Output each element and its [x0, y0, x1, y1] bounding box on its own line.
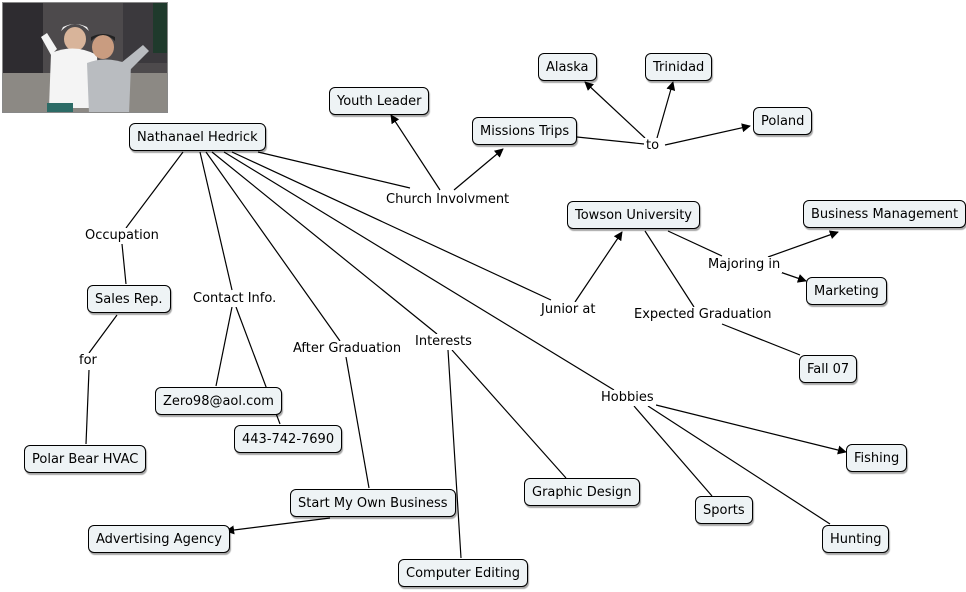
- node-advertising-agency[interactable]: Advertising Agency: [88, 525, 230, 553]
- link-for: for: [77, 353, 99, 369]
- node-youth-leader[interactable]: Youth Leader: [329, 87, 430, 115]
- profile-photo: [2, 2, 168, 113]
- node-nathanael-hedrick[interactable]: Nathanael Hedrick: [129, 123, 266, 151]
- node-business-management[interactable]: Business Management: [803, 200, 966, 228]
- node-email[interactable]: Zero98@aol.com: [155, 387, 282, 415]
- node-graphic-design[interactable]: Graphic Design: [524, 478, 640, 506]
- link-contact-info: Contact Info.: [191, 291, 279, 307]
- node-sales-rep[interactable]: Sales Rep.: [87, 285, 171, 313]
- node-fishing[interactable]: Fishing: [846, 444, 908, 472]
- link-junior-at: Junior at: [539, 302, 598, 318]
- node-fall-07[interactable]: Fall 07: [799, 355, 858, 383]
- node-computer-editing[interactable]: Computer Editing: [398, 559, 529, 587]
- link-majoring-in: Majoring in: [706, 257, 783, 273]
- link-occupation: Occupation: [83, 228, 161, 244]
- link-after-graduation: After Graduation: [291, 341, 404, 357]
- link-expected-graduation: Expected Graduation: [632, 307, 774, 323]
- link-hobbies: Hobbies: [599, 390, 656, 406]
- node-sports[interactable]: Sports: [695, 496, 753, 524]
- photo-of-two-people-icon: [3, 3, 167, 112]
- node-missions-trips[interactable]: Missions Trips: [472, 117, 578, 145]
- link-interests: Interests: [413, 334, 474, 350]
- node-trinidad[interactable]: Trinidad: [645, 53, 713, 81]
- node-start-my-own-business[interactable]: Start My Own Business: [290, 489, 456, 517]
- node-phone[interactable]: 443-742-7690: [234, 425, 343, 453]
- node-alaska[interactable]: Alaska: [538, 53, 597, 81]
- node-hunting[interactable]: Hunting: [822, 525, 890, 553]
- node-poland[interactable]: Poland: [753, 107, 813, 135]
- node-polar-bear-hvac[interactable]: Polar Bear HVAC: [24, 445, 147, 473]
- link-to: to: [644, 138, 662, 154]
- node-marketing[interactable]: Marketing: [806, 277, 887, 305]
- link-church-involvment: Church Involvment: [384, 192, 512, 208]
- node-towson-university[interactable]: Towson University: [567, 201, 700, 229]
